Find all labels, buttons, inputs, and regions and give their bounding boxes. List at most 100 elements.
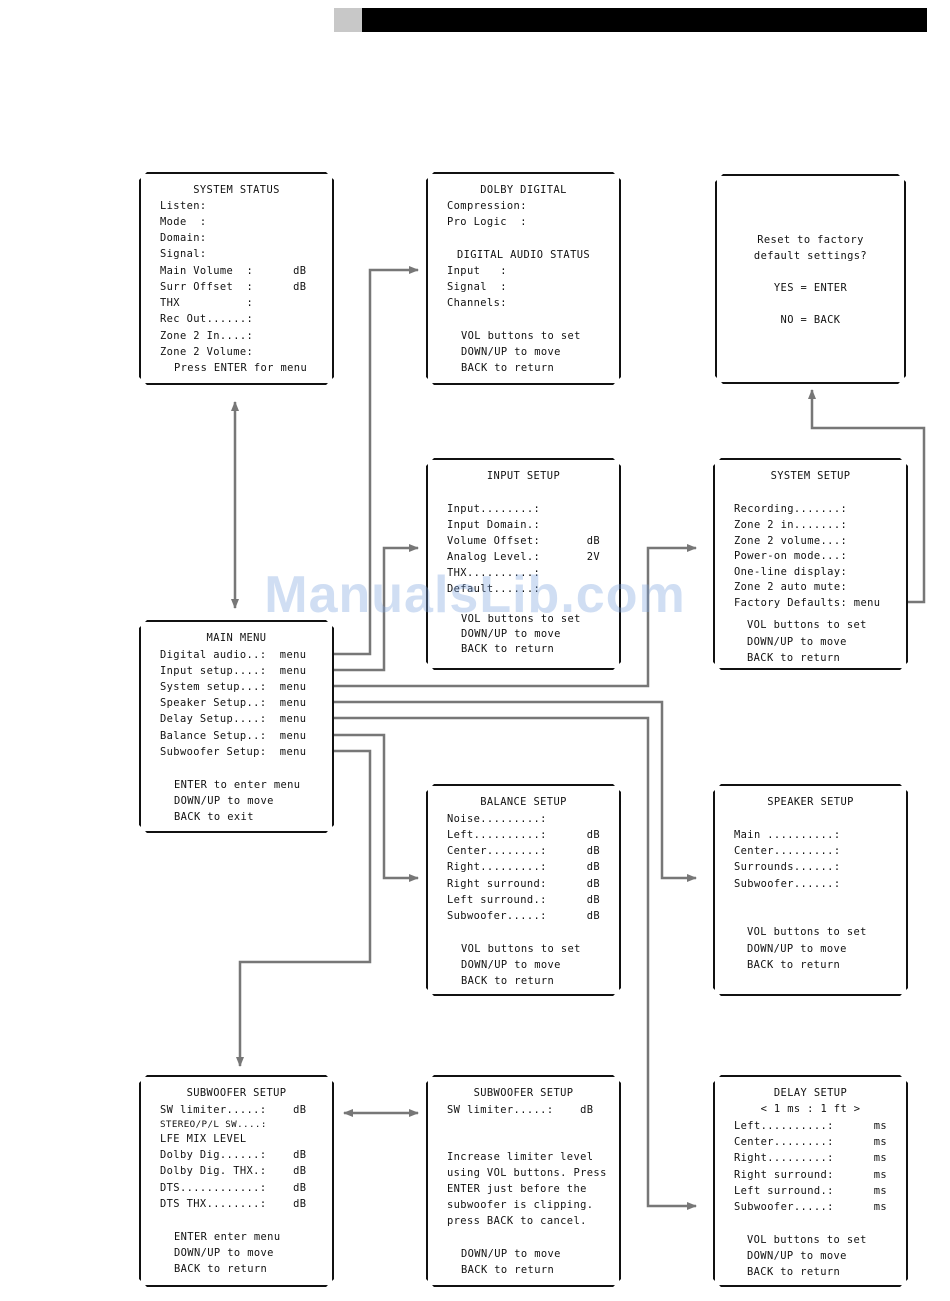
menu-item-balance-setup[interactable]: Balance Setup..: menu: [160, 730, 307, 742]
balance-line: Center........: dB: [447, 845, 601, 857]
speaker-line: Center.........:: [734, 845, 841, 857]
arrow-delay-setup: [309, 714, 697, 1210]
status-line: Main Volume : dB: [160, 265, 307, 277]
panel-footer: ENTER enter menu: [174, 1231, 281, 1243]
subwoofer-limiter-panel: SUBWOOFER SETUP SW limiter.....: dB Incr…: [426, 1075, 621, 1287]
reset-prompt: default settings?: [753, 250, 868, 262]
panel-footer: BACK to return: [747, 959, 841, 971]
status-line: Listen:: [160, 200, 207, 212]
input-line: Volume Offset: dB: [447, 535, 601, 547]
panel-footer: VOL buttons to set: [747, 926, 867, 938]
panel-footer: VOL buttons to set: [747, 619, 867, 631]
limiter-instruction: using VOL buttons. Press: [447, 1167, 607, 1179]
input-line: Input Domain.:: [447, 519, 541, 531]
delay-line: Left surround.: ms: [734, 1185, 888, 1197]
panel-footer: VOL buttons to set: [461, 613, 581, 625]
panel-footer: DOWN/UP to move: [174, 1247, 274, 1259]
balance-line: Noise.........:: [447, 813, 547, 825]
panel-footer: BACK to return: [747, 1266, 841, 1278]
panel-title: MAIN MENU: [206, 632, 267, 644]
panel-footer: VOL buttons to set: [461, 943, 581, 955]
panel-footer: DOWN/UP to move: [747, 943, 847, 955]
arrow-subwoofer-setup: [236, 747, 372, 1067]
delay-line: Left..........: ms: [734, 1120, 888, 1132]
speaker-setup-panel: SPEAKER SETUP Main ..........: Center...…: [713, 784, 908, 996]
panel-title: SYSTEM STATUS: [193, 184, 280, 196]
panel-footer: DOWN/UP to move: [461, 628, 561, 640]
main-menu-panel: MAIN MENU Digital audio..: menu Input se…: [139, 620, 334, 833]
subwoofer-line: DTS............: dB: [160, 1182, 307, 1194]
panel-footer: BACK to return: [174, 1263, 268, 1275]
input-setup-panel: INPUT SETUP Input........: Input Domain.…: [426, 458, 621, 670]
arrow-factory-defaults: [808, 389, 926, 606]
subwoofer-setup-panel: SUBWOOFER SETUP SW limiter.....: dB STER…: [139, 1075, 334, 1287]
audio-status-line: Signal :: [447, 281, 507, 293]
panel-footer: VOL buttons to set: [461, 330, 581, 342]
system-line: Zone 2 in.......:: [734, 519, 848, 531]
panel-title: BALANCE SETUP: [480, 796, 567, 808]
subwoofer-line: Dolby Dig......: dB: [160, 1149, 307, 1161]
system-line: Factory Defaults: menu: [734, 597, 881, 609]
dolby-line: Pro Logic :: [447, 216, 527, 228]
limiter-instruction: press BACK to cancel.: [447, 1215, 587, 1227]
panel-footer: BACK to return: [461, 1264, 555, 1276]
panel-subtitle: < 1 ms : 1 ft >: [760, 1103, 861, 1115]
system-line: Power-on mode...:: [734, 550, 848, 562]
panel-footer: DOWN/UP to move: [461, 346, 561, 358]
status-line: Domain:: [160, 232, 207, 244]
arrow-system-setup: [309, 544, 697, 690]
panel-title: SUBWOOFER SETUP: [186, 1087, 287, 1099]
system-line: One-line display:: [734, 566, 848, 578]
status-line: Signal:: [160, 248, 207, 260]
header-gray-block: [334, 8, 362, 32]
balance-line: Left..........: dB: [447, 829, 601, 841]
panel-footer: DOWN/UP to move: [174, 795, 274, 807]
limiter-instruction: Increase limiter level: [447, 1151, 594, 1163]
subwoofer-line: STEREO/P/L SW....:: [160, 1119, 267, 1130]
system-line: Recording.......:: [734, 503, 848, 515]
input-line: Default......:: [447, 583, 541, 595]
status-line: Surr Offset : dB: [160, 281, 307, 293]
status-line: Mode :: [160, 216, 207, 228]
subwoofer-line: Dolby Dig. THX.: dB: [160, 1165, 307, 1177]
menu-item-delay-setup[interactable]: Delay Setup....: menu: [160, 713, 307, 725]
menu-item-digital-audio[interactable]: Digital audio..: menu: [160, 649, 307, 661]
header-black-bar: [362, 8, 927, 32]
reset-prompt: Reset to factory: [757, 234, 864, 246]
panel-title: SUBWOOFER SETUP: [473, 1087, 574, 1099]
input-line: THX..........:: [447, 567, 541, 579]
audio-status-line: Input :: [447, 265, 507, 277]
delay-line: Subwoofer.....: ms: [734, 1201, 888, 1213]
menu-item-subwoofer-setup[interactable]: Subwoofer Setup: menu: [160, 746, 307, 758]
panel-footer: BACK to return: [461, 643, 555, 655]
arrow-balance-setup: [309, 731, 419, 882]
delay-line: Right.........: ms: [734, 1152, 888, 1164]
panel-footer: DOWN/UP to move: [461, 1248, 561, 1260]
limiter-instruction: subwoofer is clipping.: [447, 1199, 594, 1211]
panel-footer: BACK to return: [461, 362, 555, 374]
panel-footer: BACK to return: [461, 975, 555, 987]
system-setup-panel: SYSTEM SETUP Recording.......: Zone 2 in…: [713, 458, 908, 670]
menu-item-system-setup[interactable]: System setup...: menu: [160, 681, 307, 693]
limiter-line: SW limiter.....: dB: [447, 1104, 594, 1116]
panel-title: DELAY SETUP: [773, 1087, 848, 1099]
dolby-digital-panel: DOLBY DIGITAL Compression: Pro Logic : D…: [426, 172, 621, 385]
system-line: Zone 2 volume...:: [734, 535, 848, 547]
panel-footer: DOWN/UP to move: [461, 959, 561, 971]
status-line: Zone 2 Volume:: [160, 346, 254, 358]
delay-setup-panel: DELAY SETUP < 1 ms : 1 ft > Left........…: [713, 1075, 908, 1287]
system-status-panel: SYSTEM STATUS Listen: Mode : Domain: Sig…: [139, 172, 334, 385]
panel-footer: BACK to exit: [174, 811, 254, 823]
delay-line: Center........: ms: [734, 1136, 888, 1148]
balance-line: Subwoofer.....: dB: [447, 910, 601, 922]
menu-item-speaker-setup[interactable]: Speaker Setup..: menu: [160, 697, 307, 709]
balance-line: Right.........: dB: [447, 861, 601, 873]
panel-footer: Press ENTER for menu: [174, 362, 308, 374]
menu-item-input-setup[interactable]: Input setup....: menu: [160, 665, 307, 677]
status-line: Rec Out......:: [160, 313, 254, 325]
speaker-line: Surrounds......:: [734, 861, 841, 873]
status-line: THX :: [160, 297, 254, 309]
panel-footer: VOL buttons to set: [747, 1234, 867, 1246]
reset-yes: YES = ENTER: [773, 282, 848, 294]
panel-footer: ENTER to enter menu: [174, 779, 301, 791]
